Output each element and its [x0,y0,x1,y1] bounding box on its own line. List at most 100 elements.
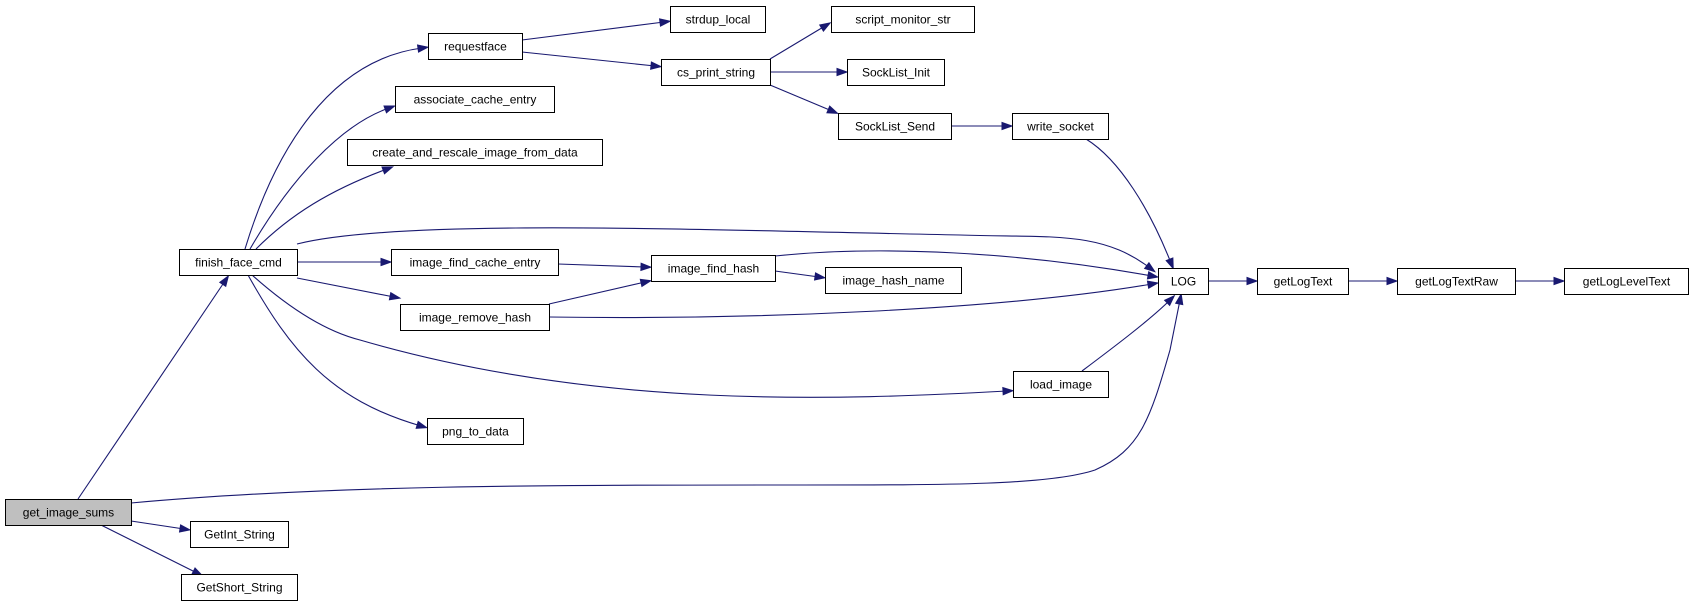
edge-arrowhead [818,22,832,33]
node-image_hash_name[interactable]: image_hash_name [825,267,962,294]
edge-line [251,274,1008,398]
edge-arrowhead [1146,270,1160,280]
edge-line [557,263,646,268]
node-label: get_image_sums [23,506,114,520]
edge-line [130,520,185,530]
edge-cs_print_string-to-script_monitor_str [769,22,832,60]
edge-arrowhead [1386,276,1399,286]
edge-arrowhead [1002,386,1015,396]
node-box [825,267,962,294]
edge-arrowhead [1174,292,1184,306]
node-requestface[interactable]: requestface [428,33,523,60]
node-load_image[interactable]: load_image [1013,371,1109,398]
node-png_to_data[interactable]: png_to_data [427,418,524,445]
node-getLogTextRaw[interactable]: getLogTextRaw [1397,268,1516,295]
edge-arrowhead [1165,257,1174,270]
node-write_socket[interactable]: write_socket [1012,113,1109,140]
node-box [838,113,952,140]
edge-arrowhead [178,524,192,533]
edge-cs_print_string-to-SockList_Init [770,67,849,77]
edge-get_image_sums-to-GetInt_String [130,520,192,533]
edge-finish_face_cmd-to-requestface [244,44,430,250]
node-box [400,304,550,331]
edge-image_find_hash-to-LOG [774,250,1160,280]
node-label: SockList_Init [862,66,931,80]
edge-LOG-to-getLogText [1208,276,1259,286]
edge-SockList_Send-to-write_socket [951,121,1014,131]
node-get_image_sums[interactable]: get_image_sums [5,499,132,526]
edge-finish_face_cmd-to-png_to_data [247,274,429,429]
edge-arrowhead [381,166,395,175]
node-box [1158,268,1209,295]
node-LOG[interactable]: LOG [1158,268,1209,295]
edge-arrowhead [218,274,230,288]
node-box [651,255,776,282]
node-label: script_monitor_str [855,13,950,27]
node-image_find_cache_entry[interactable]: image_find_cache_entry [391,249,559,276]
edge-line [548,281,646,305]
edge-arrowhead [836,67,849,77]
edge-line [521,21,665,41]
node-create_and_rescale_image_from_data[interactable]: create_and_rescale_image_from_data [347,139,603,166]
edge-cs_print_string-to-SockList_Send [769,84,839,114]
node-associate_cache_entry[interactable]: associate_cache_entry [395,86,555,113]
edge-arrowhead [658,18,672,27]
node-label: png_to_data [442,425,509,439]
edge-arrowhead [416,44,430,53]
edge-finish_face_cmd-to-image_remove_hash [296,277,402,301]
node-image_remove_hash[interactable]: image_remove_hash [400,304,550,331]
node-finish_face_cmd[interactable]: finish_face_cmd [179,249,298,276]
node-box [428,33,523,60]
node-image_find_hash[interactable]: image_find_hash [651,255,776,282]
node-box [1013,371,1109,398]
edge-arrowhead [1146,280,1160,290]
edge-arrowhead [383,105,397,114]
node-box [347,139,603,166]
edge-line [1085,138,1172,264]
edge-finish_face_cmd-to-create_and_rescale_image_from_data [255,166,395,250]
edge-get_image_sums-to-LOG [130,292,1184,504]
edge-line [247,274,422,427]
node-box [847,59,945,86]
edge-line [296,277,395,298]
node-box [190,521,289,548]
node-label: image_find_hash [668,262,759,276]
edge-line [130,299,1181,504]
node-box [427,418,524,445]
node-SockList_Send[interactable]: SockList_Send [838,113,952,140]
node-script_monitor_str[interactable]: script_monitor_str [831,6,975,33]
node-getLogLevelText[interactable]: getLogLevelText [1564,268,1689,295]
edge-arrowhead [1163,294,1176,307]
edge-get_image_sums-to-GetShort_String [100,524,204,577]
edge-finish_face_cmd-to-load_image [251,274,1015,398]
node-GetShort_String[interactable]: GetShort_String [181,574,298,601]
node-box [670,6,766,33]
node-label: SockList_Send [855,120,935,134]
edge-getLogTextRaw-to-getLogLevelText [1515,276,1566,286]
edge-image_remove_hash-to-image_find_hash [548,278,653,305]
edges-layer [77,18,1566,577]
edge-arrowhead [640,262,653,272]
node-label: getLogText [1274,275,1333,289]
edge-finish_face_cmd-to-associate_cache_entry [249,105,397,250]
edge-arrowhead [639,278,653,288]
node-label: image_find_cache_entry [410,256,541,270]
node-box [661,59,771,86]
edge-line [774,270,820,278]
edge-arrowhead [650,61,663,70]
node-GetInt_String[interactable]: GetInt_String [190,521,289,548]
node-strdup_local[interactable]: strdup_local [670,6,766,33]
node-SockList_Init[interactable]: SockList_Init [847,59,945,86]
node-label: GetShort_String [196,581,282,595]
edge-arrowhead [1001,121,1014,131]
edge-arrowhead [1143,261,1156,273]
edge-arrowhead [415,420,429,429]
edge-line [769,25,826,60]
edge-line [77,280,226,500]
edge-requestface-to-cs_print_string [521,51,663,70]
node-label: LOG [1171,275,1196,289]
node-label: getLogTextRaw [1415,275,1498,289]
node-getLogText[interactable]: getLogText [1257,268,1349,295]
node-box [1397,268,1516,295]
node-cs_print_string[interactable]: cs_print_string [661,59,771,86]
